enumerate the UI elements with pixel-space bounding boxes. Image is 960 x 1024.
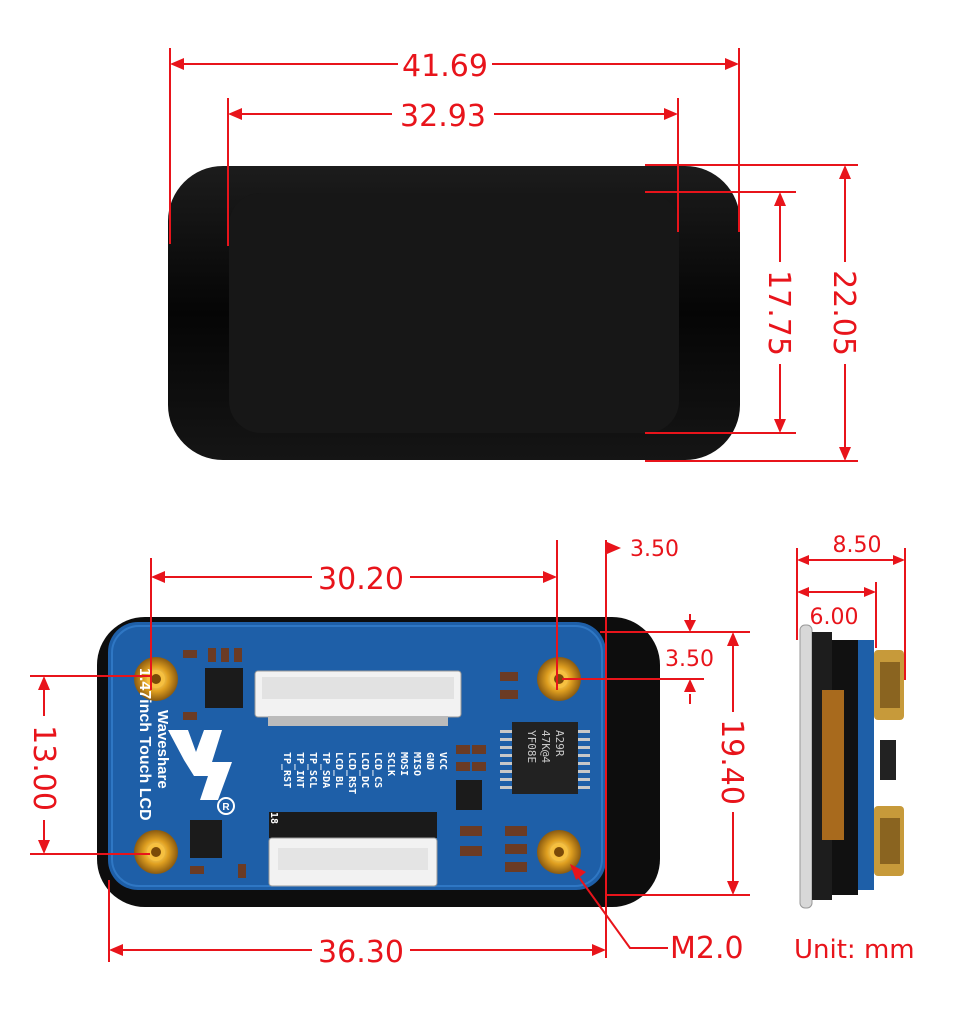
pin-label: LCD_CS (372, 752, 383, 788)
chip-marking-line-3: A29R (553, 730, 566, 757)
pin-label: TP_INT (294, 752, 305, 788)
pin-label: GND (424, 752, 435, 770)
width-display-label: 32.93 (400, 99, 486, 134)
side-glass (799, 624, 813, 909)
svg-text:R: R (222, 802, 230, 813)
front-view: 41.69 32.93 17.75 (168, 48, 861, 462)
pin-label: LCD_RST (346, 752, 357, 794)
hole-size-label: M2.0 (670, 931, 744, 966)
pin-label: SCLK (385, 752, 396, 776)
pin-labels: VCC GND MISO MOSI SCLK LCD_CS LCD_DC LCD… (268, 752, 448, 824)
silkscreen-product: 1.47inch Touch LCD (136, 668, 153, 821)
mounting-hole-bottom-right (537, 830, 581, 874)
waveshare-logo (168, 730, 232, 800)
small-components (183, 648, 527, 878)
dimension-thickness-board: 6.00 (797, 582, 877, 648)
side-view: 8.50 6.00 (796, 533, 906, 909)
hole-size-callout: M2.0 (570, 864, 744, 966)
pin-label: TP_SCL (307, 752, 318, 788)
pin-label: VCC (437, 752, 448, 770)
lcd-active-area (229, 193, 679, 433)
fpc-connector-top (254, 670, 462, 726)
mounting-hole-top-right (537, 657, 581, 701)
chip-marking-line-2: 47K@4 (539, 730, 552, 763)
thickness-board-label: 6.00 (810, 605, 859, 630)
dimension-edge-offset-horizontal: 3.50 (605, 537, 679, 958)
unit-label: Unit: mm (794, 935, 915, 965)
dimension-edge-offset-vertical: 3.50 (562, 614, 750, 704)
dimension-height-total: 22.05 (645, 164, 861, 462)
chip-marking-line-1: YF08E (525, 730, 538, 763)
mounting-hole-bottom-left (134, 830, 178, 874)
pin-label: TP_SDA (320, 752, 331, 788)
height-total-label: 22.05 (826, 270, 861, 356)
dimension-hole-spacing-x: 30.20 (150, 540, 558, 690)
silkscreen-brand: Waveshare (154, 710, 171, 789)
edge-offset-top-label: 3.50 (630, 537, 679, 562)
dimension-thickness-total: 8.50 (796, 533, 906, 680)
dimension-height-display: 17.75 (645, 191, 796, 434)
dimension-hole-spacing-y: 13.00 (26, 675, 150, 855)
pin-label: MOSI (398, 752, 409, 776)
back-view: YF08E 47K@4 A29R R (26, 537, 750, 970)
dimension-width-total: 41.69 (169, 48, 740, 244)
driver-chip: YF08E 47K@4 A29R (500, 722, 590, 794)
registered-mark: R (217, 797, 235, 815)
edge-offset-right-label: 3.50 (665, 647, 714, 672)
board-height-label: 19.40 (714, 719, 749, 805)
dimension-board-height: 19.40 (606, 632, 750, 896)
hole-spacing-y-label: 13.00 (26, 725, 61, 811)
board-width-label: 36.30 (318, 935, 404, 970)
height-display-label: 17.75 (761, 270, 796, 356)
pin-label: MISO (411, 752, 422, 776)
hole-spacing-x-label: 30.20 (318, 562, 404, 597)
thickness-total-label: 8.50 (833, 533, 882, 558)
pin-label: TP_RST (281, 752, 292, 788)
dimension-width-display: 32.93 (227, 98, 679, 246)
width-total-label: 41.69 (402, 49, 488, 84)
pin-number: 18 (268, 812, 279, 824)
pin-label: LCD_DC (359, 752, 370, 788)
dimension-board-width: 36.30 (108, 880, 606, 970)
fpc-connector-bottom (268, 812, 438, 887)
pin-label: LCD_BL (333, 752, 344, 788)
